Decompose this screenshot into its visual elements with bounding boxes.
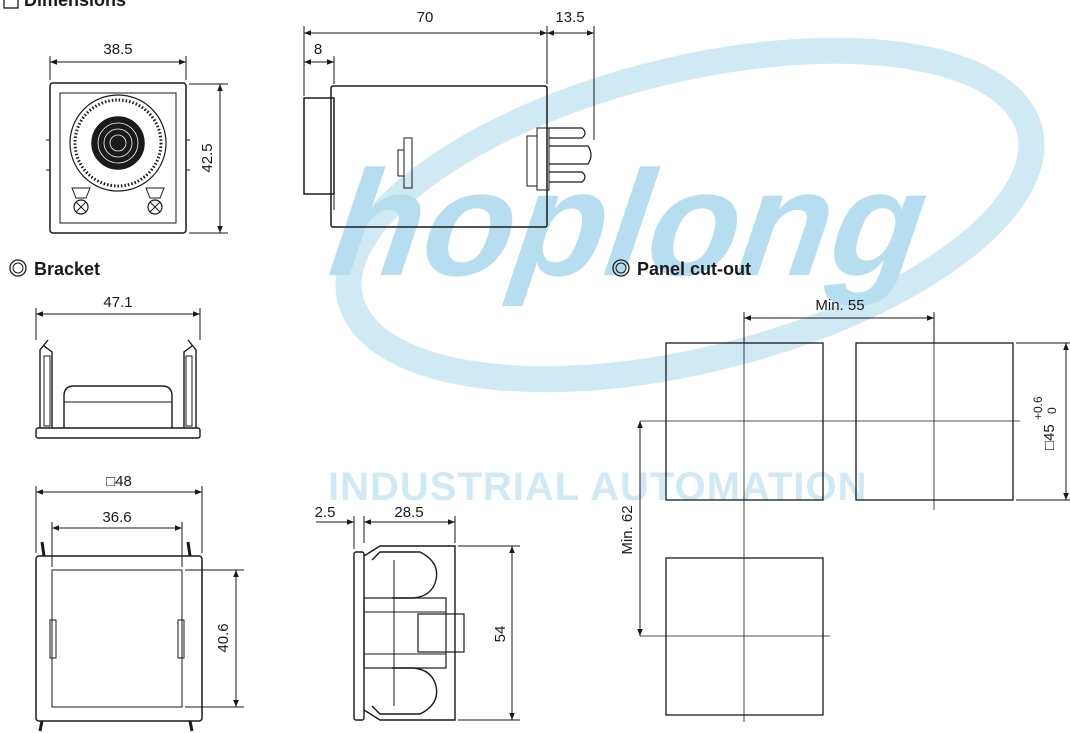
panel-tol-zero-label: 0 <box>1045 407 1059 414</box>
panel-pitch-h-label: Min. 55 <box>815 297 864 314</box>
front-height-label: 42.5 <box>199 143 216 172</box>
panel-cutout-holes <box>665 342 1014 716</box>
side-terminal-label: 13.5 <box>555 9 584 26</box>
bracket-square-dimension <box>35 486 244 708</box>
front-width-label: 38.5 <box>103 41 132 58</box>
side-length-label: 70 <box>417 9 434 26</box>
section-bracket-header: Bracket <box>9 259 100 279</box>
bracket-side-depth-label: 28.5 <box>394 504 423 521</box>
section-panel-header: Panel cut-out <box>612 259 751 279</box>
section-panel-title: Panel cut-out <box>637 259 751 279</box>
bullet-ring-icon <box>9 259 27 277</box>
front-height-dimension <box>189 83 228 234</box>
panel-pitch-dimensions <box>637 312 1070 636</box>
section-dimensions-title: Dimensions <box>24 0 126 10</box>
bracket-side-thick-label: 2.5 <box>315 504 336 521</box>
panel-hole-dimension-label: □45 +0.6 0 <box>1031 396 1059 450</box>
bracket-front-view <box>35 541 203 732</box>
panel-cutout-centerlines <box>640 330 1020 722</box>
bracket-square-label: □48 <box>106 473 132 490</box>
bracket-side-view <box>353 545 465 721</box>
front-view <box>46 82 190 234</box>
bullet-ring-icon <box>612 259 630 277</box>
front-width-dimension <box>49 56 187 80</box>
svg-text:hoplong: hoplong <box>322 140 937 307</box>
bracket-side-dimension <box>316 516 520 721</box>
bracket-inner-height-label: 40.6 <box>215 623 232 652</box>
panel-tol-plus-label: +0.6 <box>1031 396 1045 420</box>
side-view <box>303 85 592 228</box>
panel-hole-label: □45 <box>1041 424 1058 450</box>
section-dimensions-header: Dimensions <box>3 0 126 10</box>
square-bullet-icon <box>3 0 19 9</box>
side-offset-label: 8 <box>314 41 322 58</box>
bracket-top-view <box>35 339 201 439</box>
bracket-width-dimension <box>35 308 201 340</box>
side-length-dimension <box>303 26 595 140</box>
bracket-width-label: 47.1 <box>103 294 132 311</box>
section-bracket-title: Bracket <box>34 259 100 279</box>
bracket-side-height-label: 54 <box>492 626 509 643</box>
panel-pitch-v-label: Min. 62 <box>619 505 636 554</box>
watermark-logo: hoplong <box>322 37 1045 393</box>
watermark-subtitle: INDUSTRIAL AUTOMATION <box>328 465 868 509</box>
bracket-inner-label: 36.6 <box>102 509 131 526</box>
